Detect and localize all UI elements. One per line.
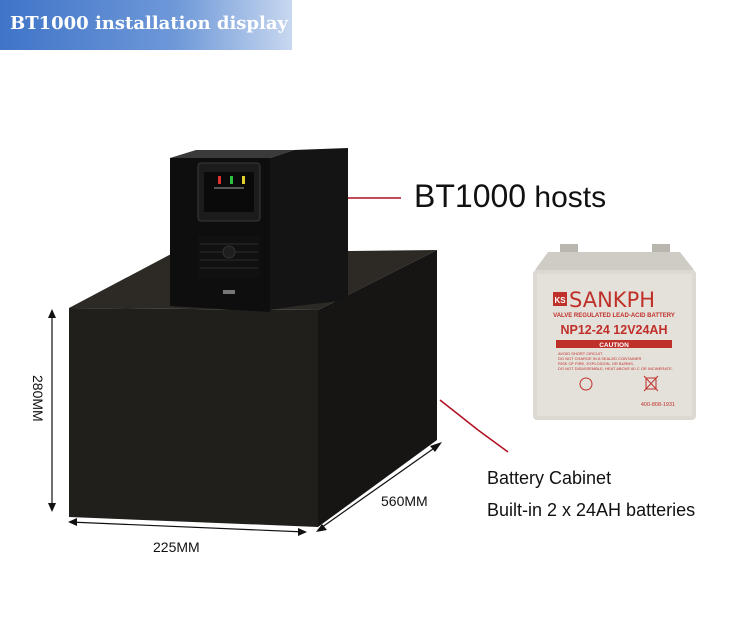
ups-host [170,148,348,312]
depth-dimension-arrow [316,442,442,532]
width-dimension-arrow [68,518,307,536]
cabinet-label-line2: Built-in 2 x 24AH batteries [487,500,696,520]
height-dimension-arrow [48,309,56,512]
battery-warning-2: DO NOT CHARGE IN A SEALED CONTAINER [558,356,642,361]
cabinet-leader-line-b [477,429,509,453]
title-banner: BT1000 installation display [0,0,292,50]
no-trash-icon [645,377,657,390]
host-model: BT1000 [414,178,527,214]
battery-model: NP12-24 12V24AH [560,323,667,337]
cabinet-leader-line-a [439,399,479,431]
battery-warning-3: RISK OF FIRE, EXPLOSION, OR BURNS. [558,361,634,366]
battery-caution: CAUTION [599,342,629,349]
recycle-icon [579,377,593,391]
battery-warning-1: AVOID SHORT CIRCUIT [558,351,603,356]
host-label: BT1000 hosts [414,178,606,215]
battery-brand: SANKPH [569,288,655,312]
battery-image: KS SANKPH VALVE REGULATED LEAD-ACID BATT… [533,244,696,420]
battery-type: VALVE REGULATED LEAD-ACID BATTERY [553,313,675,319]
cabinet-label-line1: Battery Cabinet [487,468,612,488]
host-suffix: hosts [526,181,607,214]
height-dimension-label: 280MM [30,375,46,422]
battery-warning-4: DO NOT DISASSEMBLE, HEAT ABOVE 60 C OR I… [558,366,673,371]
depth-dimension-label: 560MM [381,493,428,509]
width-dimension-label: 225MM [153,539,200,555]
battery-phone: 400-808-1931 [641,402,675,408]
battery-logo-mark: KS [554,296,566,305]
banner-title: BT1000 installation display [10,13,288,34]
